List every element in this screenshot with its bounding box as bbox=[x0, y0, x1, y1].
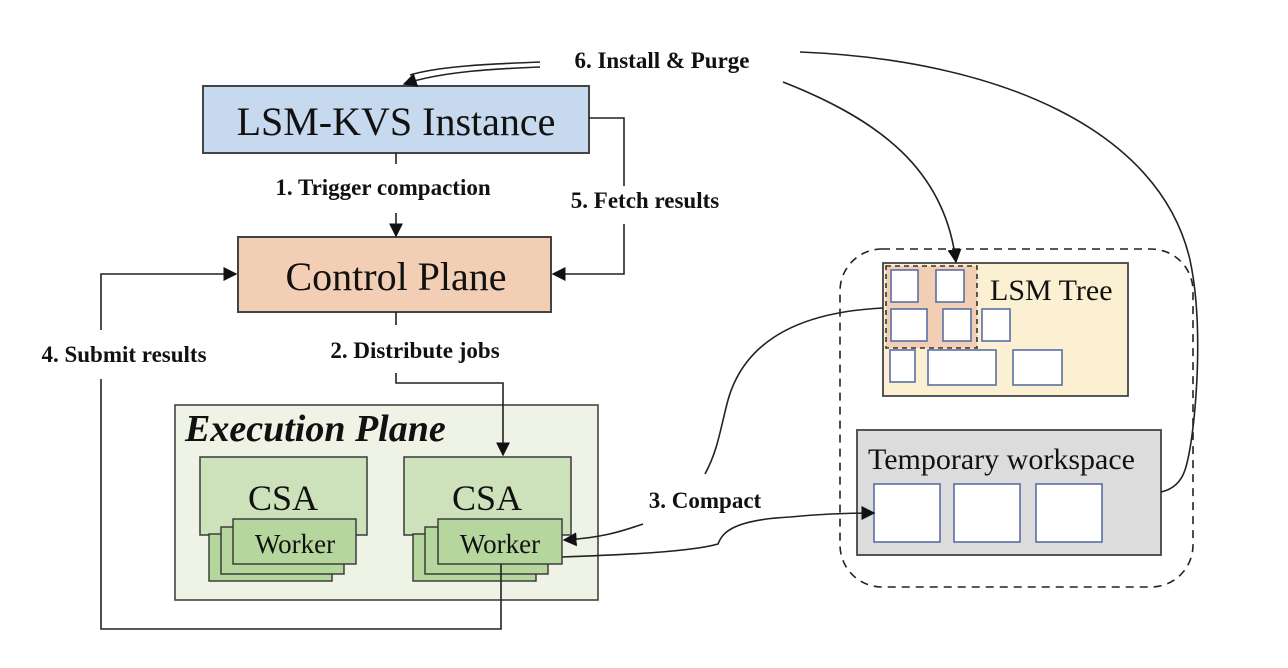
csa-right-node: CSA Worker bbox=[403, 456, 572, 582]
worker-left-label: Worker bbox=[255, 529, 335, 559]
edge-fetch-results: 5. Fetch results bbox=[551, 117, 719, 281]
control-plane-label: Control Plane bbox=[285, 254, 506, 299]
csa-left-node: CSA Worker bbox=[199, 456, 368, 582]
edge-label-step2: 2. Distribute jobs bbox=[330, 338, 499, 363]
edge-label-step4: 4. Submit results bbox=[41, 342, 206, 367]
edge-label-step5: 5. Fetch results bbox=[571, 188, 719, 213]
edge-distribute-jobs: 2. Distribute jobs bbox=[330, 312, 510, 457]
edge-install-purge: 6. Install & Purge bbox=[402, 48, 1199, 493]
sst-files bbox=[889, 269, 1063, 386]
control-plane-node: Control Plane bbox=[237, 236, 552, 313]
storage-group: LSM Tree Temporary workspace bbox=[839, 248, 1194, 588]
temporary-workspace-node: Temporary workspace bbox=[856, 429, 1162, 556]
edge-submit-results: 4. Submit results bbox=[41, 267, 502, 630]
csa-right-label: CSA bbox=[452, 478, 522, 518]
temp-files bbox=[873, 483, 1103, 543]
worker-left bbox=[232, 518, 357, 565]
lsm-tree-label: LSM Tree bbox=[990, 274, 1113, 307]
temporary-workspace-label: Temporary workspace bbox=[868, 443, 1135, 476]
lsm-tree-node: LSM Tree bbox=[882, 262, 1129, 397]
edge-label-step3: 3. Compact bbox=[649, 488, 762, 513]
edge-trigger-compaction: 1. Trigger compaction bbox=[275, 153, 491, 238]
edge-compact: 3. Compact bbox=[561, 307, 884, 558]
edge-label-step6: 6. Install & Purge bbox=[574, 48, 749, 73]
worker-right-label: Worker bbox=[460, 529, 540, 559]
edge-label-step1: 1. Trigger compaction bbox=[275, 175, 490, 200]
worker-right bbox=[437, 518, 563, 565]
execution-plane-node: Execution Plane CSA Worker CSA Worker bbox=[174, 404, 599, 601]
execution-plane-label: Execution Plane bbox=[184, 408, 446, 450]
lsm-kvs-instance-node: LSM-KVS Instance bbox=[202, 85, 590, 154]
csa-left-label: CSA bbox=[248, 478, 318, 518]
lsm-kvs-instance-label: LSM-KVS Instance bbox=[237, 99, 556, 144]
